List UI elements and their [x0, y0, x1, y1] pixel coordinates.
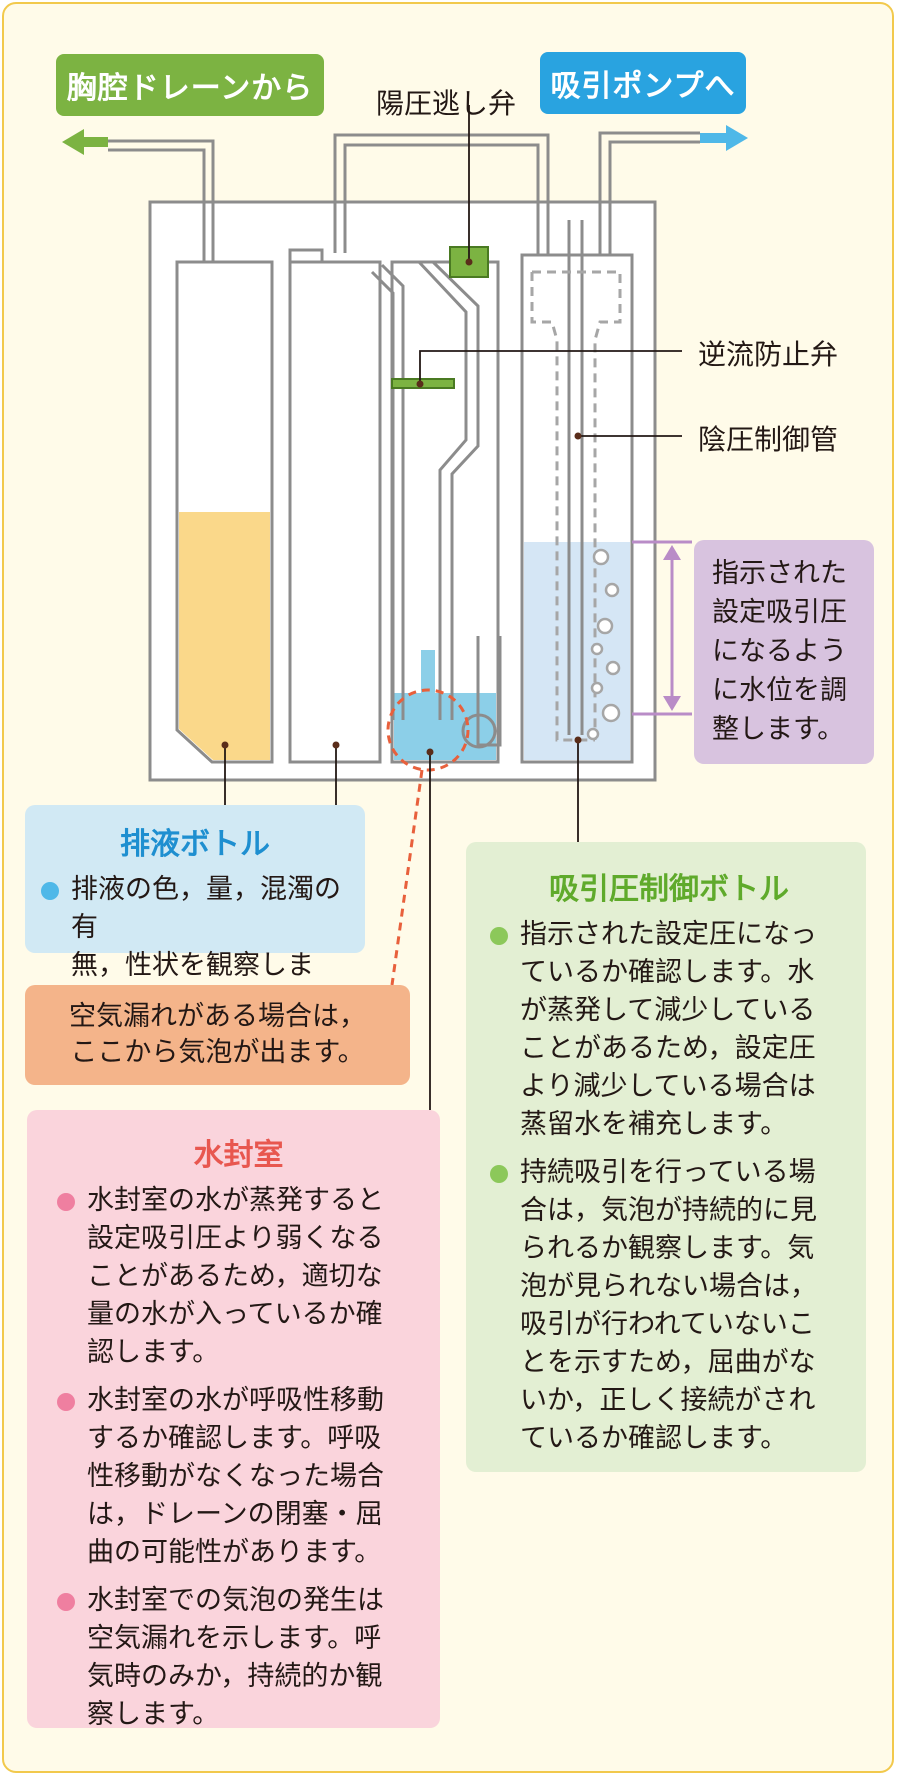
bubble-8 [586, 727, 600, 741]
bubble-7 [601, 703, 621, 723]
top-loop-tube [333, 133, 550, 255]
note-line: 指示された [712, 558, 847, 589]
bullet-line: 指示された設定圧になっ [520, 919, 817, 950]
note-line: 設定吸引圧 [712, 597, 847, 628]
suction-bottle-bullet: 指示された設定圧になっ ているか確認します。水 が蒸発して減少している ことがあ… [490, 916, 848, 1144]
bullet-line: は，ドレーンの閉塞・屈 [87, 1499, 383, 1530]
suction-bottle-water [524, 542, 630, 760]
water-seal-bullet: 水封室の水が呼吸性移動 するか確認します。呼吸 性移動がなくなった場合 は，ドレ… [57, 1382, 420, 1572]
bullet-line: ことがあるため，設定圧 [520, 1033, 816, 1064]
drainage-unit-diagram [62, 105, 748, 1110]
dashed-reservoir [530, 270, 622, 742]
water-seal-column [421, 650, 435, 693]
control-tube [567, 220, 584, 735]
seal-inlet-tube-2 [417, 260, 480, 720]
to-pump-label: 吸引ポンプへ [540, 52, 746, 114]
water-seal-water [394, 693, 496, 760]
bubble-5 [605, 660, 621, 676]
bullet-line: ているか確認します。 [520, 1423, 788, 1454]
bullet-dot [57, 1593, 75, 1611]
dot-middle [332, 741, 340, 749]
bullet-dot [57, 1393, 75, 1411]
seal-loop [461, 713, 497, 749]
suction-bottle-bullet: 持続吸引を行っている場 合は，気泡が持続的に見 られるか観察します。気 泡が見ら… [490, 1154, 848, 1458]
bullet-line: 水封室での気泡の発生は [87, 1585, 384, 1616]
bullet-line: られるか観察します。気 [520, 1233, 815, 1264]
air-leak-note: 空気漏れがある場合は， ここから気泡が出ます。 [25, 985, 410, 1085]
air-leak-line: 空気漏れがある場合は， [69, 1001, 366, 1032]
bullet-line: 察します。 [87, 1699, 220, 1730]
bullet-line: とを示すため，屈曲がな [520, 1347, 816, 1378]
suction-bottle-title: 吸引圧制御ボトル [549, 872, 789, 907]
note-line: 整します。 [712, 714, 845, 745]
right-arrow-icon [700, 125, 748, 151]
bullet-line: 認します。 [87, 1337, 220, 1368]
bullet-line: 性移動がなくなった場合 [87, 1461, 384, 1492]
bullet-line: 量の水が入っているか確 [87, 1299, 383, 1330]
bullet-line: 合は，気泡が持続的に見 [520, 1195, 817, 1226]
bubble-2 [604, 582, 620, 598]
seal-inlet-tube [370, 263, 405, 720]
bullet-line: 泡が見られない場合は， [520, 1271, 817, 1302]
bullet-dot [490, 1165, 508, 1183]
bullet-line: いか，正しく接続がされ [520, 1385, 816, 1416]
bullet-line: 曲の可能性があります。 [87, 1537, 382, 1568]
bullet-line: が蒸発して減少している [520, 995, 816, 1026]
dot-drain [221, 741, 229, 749]
drain-bottle-title: 排液ボトル [120, 827, 270, 862]
outlet-tube [598, 131, 700, 255]
water-seal-highlight [386, 688, 470, 772]
bullet-dot [490, 927, 508, 945]
water-seal-title: 水封室 [193, 1138, 284, 1173]
range-arrow-up [663, 545, 681, 560]
dot-positive-valve [465, 258, 473, 266]
bullet-line: ているか確認します。水 [520, 957, 815, 988]
drain-fluid [179, 512, 270, 760]
bullet-line: するか確認します。呼吸 [87, 1423, 382, 1454]
dot-check-valve [416, 380, 424, 388]
from-drain-label: 胸腔ドレーンから [56, 54, 324, 116]
leader-check-valve [419, 350, 682, 384]
highlight-pointer [390, 769, 424, 986]
water-seal-chamber-outline [390, 260, 500, 764]
water-seal-box: 水封室 水封室の水が蒸発すると 設定吸引圧より弱くなる ことがあるため，適切な … [27, 1110, 440, 1730]
bullet-line: より減少している場合は [520, 1071, 816, 1102]
water-seal-bullet: 水封室での気泡の発生は 空気漏れを示します。呼 気時のみか，持続的か観 察します… [57, 1582, 420, 1734]
bubble-4 [590, 642, 604, 656]
note-line: に水位を調 [712, 675, 847, 706]
suction-bottle-box: 吸引圧制御ボトル 指示された設定圧になっ ているか確認します。水 が蒸発して減少… [466, 842, 866, 1472]
water-seal-bullet: 水封室の水が蒸発すると 設定吸引圧より弱くなる ことがあるため，適切な 量の水が… [57, 1182, 420, 1372]
bubble-6 [590, 681, 604, 695]
air-leak-line: ここから気泡が出ます。 [70, 1037, 365, 1068]
bullet-line: 蒸留水を補充します。 [520, 1109, 788, 1140]
bullet-line: 排液の色，量，混濁の有 [71, 874, 341, 943]
drain-bottle-box: 排液ボトル 排液の色，量，混濁の有 無，性状を観察します。 [25, 805, 365, 1019]
bullet-line: 持続吸引を行っている場 [520, 1157, 816, 1188]
inlet-tube [108, 139, 215, 262]
bullet-dot [57, 1193, 75, 1211]
bullet-line: 設定吸引圧より弱くなる [87, 1223, 384, 1254]
dot-water-seal [426, 748, 434, 756]
bullet-line: 水封室の水が呼吸性移動 [87, 1385, 384, 1416]
control-tube-label: 陰圧制御管 [698, 423, 839, 456]
bullet-line: 吸引が行われていないこ [520, 1309, 815, 1340]
note-line: になるよう [712, 636, 847, 667]
dot-control-tube [574, 432, 582, 440]
bullet-line: 空気漏れを示します。呼 [87, 1623, 382, 1654]
dot-suction [574, 736, 582, 744]
middle-chamber-outline [288, 248, 382, 764]
range-arrow-down [663, 696, 681, 711]
left-arrow-icon [62, 129, 108, 155]
bullet-dot [41, 882, 59, 900]
bullet-line: 水封室の水が蒸発すると [87, 1185, 384, 1216]
water-level-note: 指示された 設定吸引圧 になるよう に水位を調 整します。 [694, 540, 874, 764]
bubble-3 [596, 617, 614, 635]
check-valve-label: 逆流防止弁 [698, 338, 839, 371]
bullet-line: ことがあるため，適切な [87, 1261, 383, 1292]
bubble-1 [592, 548, 610, 566]
bullet-line: 気時のみか，持続的か観 [87, 1661, 383, 1692]
positive-valve-label: 陽圧逃し弁 [376, 87, 517, 120]
